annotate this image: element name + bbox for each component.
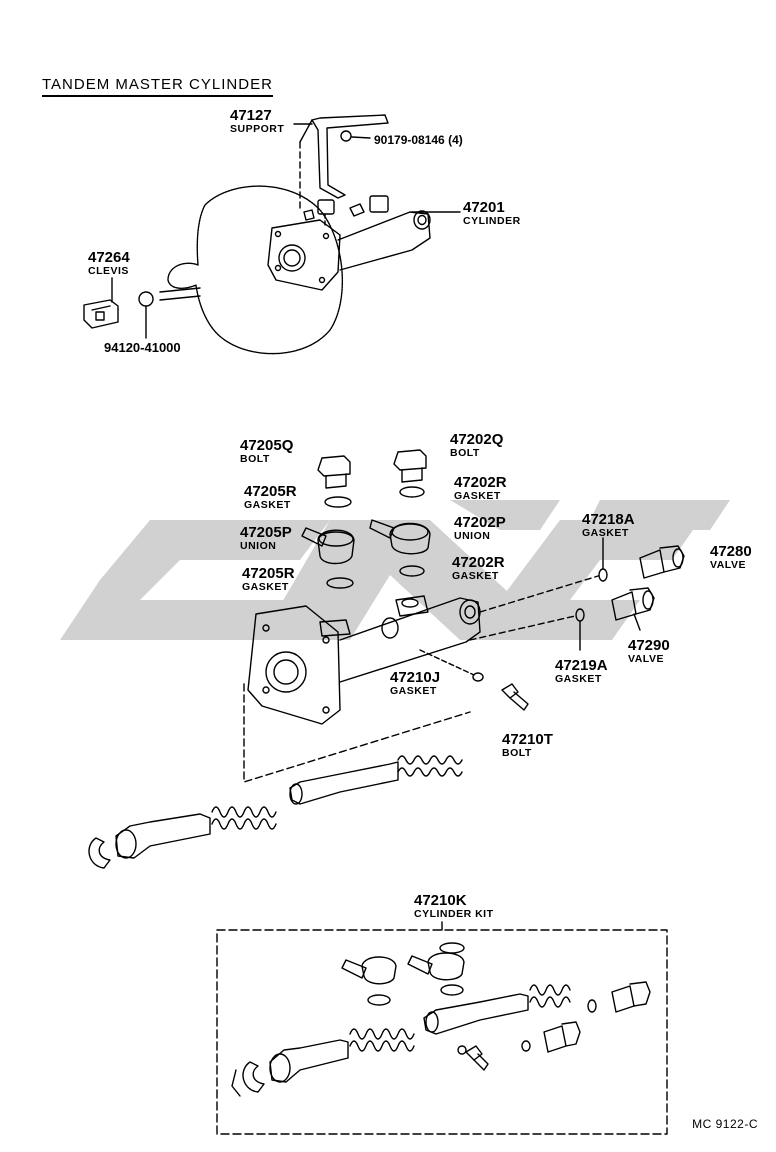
- piston-spring-set: [88, 755, 463, 869]
- label-union-47202p: 47202P UNION: [454, 514, 506, 542]
- label-valve-47290: 47290 VALVE: [628, 637, 670, 665]
- diagram-code: MC 9122-C: [692, 1117, 758, 1131]
- gasket-47205r-1: [324, 496, 352, 508]
- clevis-part: [83, 299, 119, 329]
- diagram-title: TANDEM MASTER CYLINDER: [42, 76, 273, 97]
- valve-47280-part: [639, 545, 685, 579]
- gasket-47219a: [575, 608, 585, 622]
- master-cylinder-body: [267, 195, 431, 291]
- label-bolt-47202q: 47202Q BOLT: [450, 431, 504, 459]
- gasket-47218a: [598, 568, 608, 582]
- label-nut: 94120-41000: [104, 340, 181, 355]
- label-support-bolt: 90179-08146 (4): [374, 133, 463, 147]
- gasket-47205r-2: [326, 577, 354, 589]
- label-support: 47127 SUPPORT: [230, 107, 285, 135]
- label-bolt-47205q: 47205Q BOLT: [240, 437, 294, 465]
- kit-contents: [231, 942, 651, 1097]
- gasket-47202r-2: [399, 565, 425, 577]
- label-valve-47280: 47280 VALVE: [710, 543, 752, 571]
- label-gasket-47219a: 47219A GASKET: [555, 657, 608, 685]
- label-gasket-47210j: 47210J GASKET: [390, 669, 441, 697]
- brake-booster: [159, 185, 344, 355]
- support-bolt-icon: [340, 130, 352, 142]
- bolt-47210t-part: [501, 683, 529, 711]
- bolt-47202q-part: [393, 449, 427, 483]
- label-bolt-47210t: 47210T BOLT: [502, 731, 553, 759]
- gasket-47210j: [472, 672, 484, 682]
- gasket-47202r-1: [399, 486, 425, 498]
- label-cylinder: 47201 CYLINDER: [463, 199, 521, 227]
- label-cylinder-kit: 47210K CYLINDER KIT: [414, 892, 494, 920]
- label-union-47205p: 47205P UNION: [240, 524, 292, 552]
- cylinder-kit-box: [216, 929, 668, 1135]
- nut-part: [138, 291, 154, 339]
- label-gasket-47205r-1: 47205R GASKET: [244, 483, 297, 511]
- label-clevis: 47264 CLEVIS: [88, 249, 130, 277]
- union-47202p-part: [369, 519, 431, 555]
- label-gasket-47218a: 47218A GASKET: [582, 511, 635, 539]
- union-47205p-part: [301, 527, 355, 565]
- valve-47290-part: [611, 587, 655, 621]
- label-gasket-47202r-1: 47202R GASKET: [454, 474, 507, 502]
- label-gasket-47205r-2: 47205R GASKET: [242, 565, 295, 593]
- label-gasket-47202r-2: 47202R GASKET: [452, 554, 505, 582]
- cylinder-body-exploded: [247, 595, 481, 725]
- bolt-47205q-part: [317, 455, 351, 489]
